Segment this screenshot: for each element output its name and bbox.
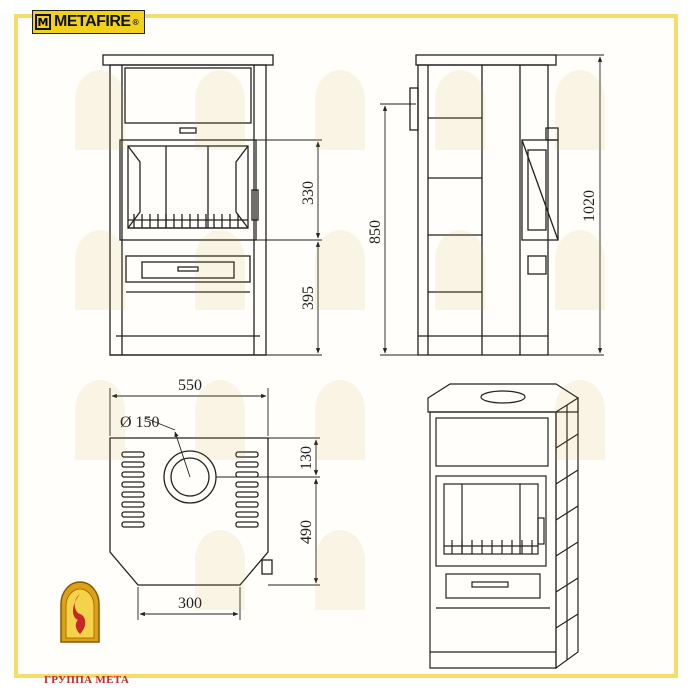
door-handle (251, 189, 259, 221)
logo-mark-icon: M (35, 14, 51, 30)
top-view (109, 437, 273, 586)
front-top-plate (102, 54, 274, 66)
dim-width: 550 (178, 377, 202, 394)
iso-flue-outlet (480, 390, 526, 404)
side-dimensions (380, 54, 604, 356)
ash-drawer (125, 255, 251, 283)
front-view (102, 54, 274, 356)
iso-door-handle (537, 517, 545, 545)
dim-depth: 490 (298, 520, 315, 544)
dim-front-height: 850 (367, 220, 384, 244)
iso-upper-compartment (435, 417, 549, 467)
dim-flue-offset: 130 (298, 446, 315, 470)
metafire-logo: M METAFIRE® (32, 10, 145, 34)
iso-drawer-handle (471, 581, 509, 588)
logo-registered-mark: ® (131, 17, 140, 27)
side-top-plate (415, 54, 557, 66)
watermark (75, 70, 605, 610)
dim-firebox-opening: 330 (300, 181, 317, 205)
dim-front-width: 300 (178, 595, 202, 612)
dim-flue-diameter: Ø 150 (120, 414, 160, 431)
iso-grate (444, 540, 538, 554)
side-body (417, 64, 549, 356)
upper-compartment (124, 67, 252, 124)
front-dimensions (256, 139, 322, 356)
top-handle (179, 127, 197, 134)
side-view (409, 54, 559, 356)
iso-firebox-frame (435, 475, 547, 567)
dim-lower-section: 395 (300, 286, 317, 310)
vent-slots-right (235, 451, 259, 528)
iso-ash-drawer (445, 573, 541, 599)
stove-3d-view (427, 383, 579, 670)
iso-front-face (429, 411, 557, 669)
top-dimensions (109, 388, 320, 620)
rear-flue-socket (409, 87, 419, 131)
group-name-label: ГРУППА МЕТА (44, 674, 130, 686)
iso-side-tiles (555, 405, 579, 660)
firebox-grate (128, 214, 248, 229)
iso-side-face (555, 396, 579, 670)
dim-total-height: 1020 (581, 190, 598, 222)
vent-slots-left (121, 451, 145, 528)
logo-text: METAFIRE (54, 13, 131, 30)
side-door-profile (521, 139, 559, 241)
iso-firebox-glass (443, 483, 539, 555)
drawer-handle (177, 266, 199, 272)
group-emblem-icon (60, 581, 100, 643)
side-drawer-profile (527, 255, 547, 275)
flue-outlet-inner (170, 457, 210, 497)
top-view-handle (261, 559, 273, 575)
